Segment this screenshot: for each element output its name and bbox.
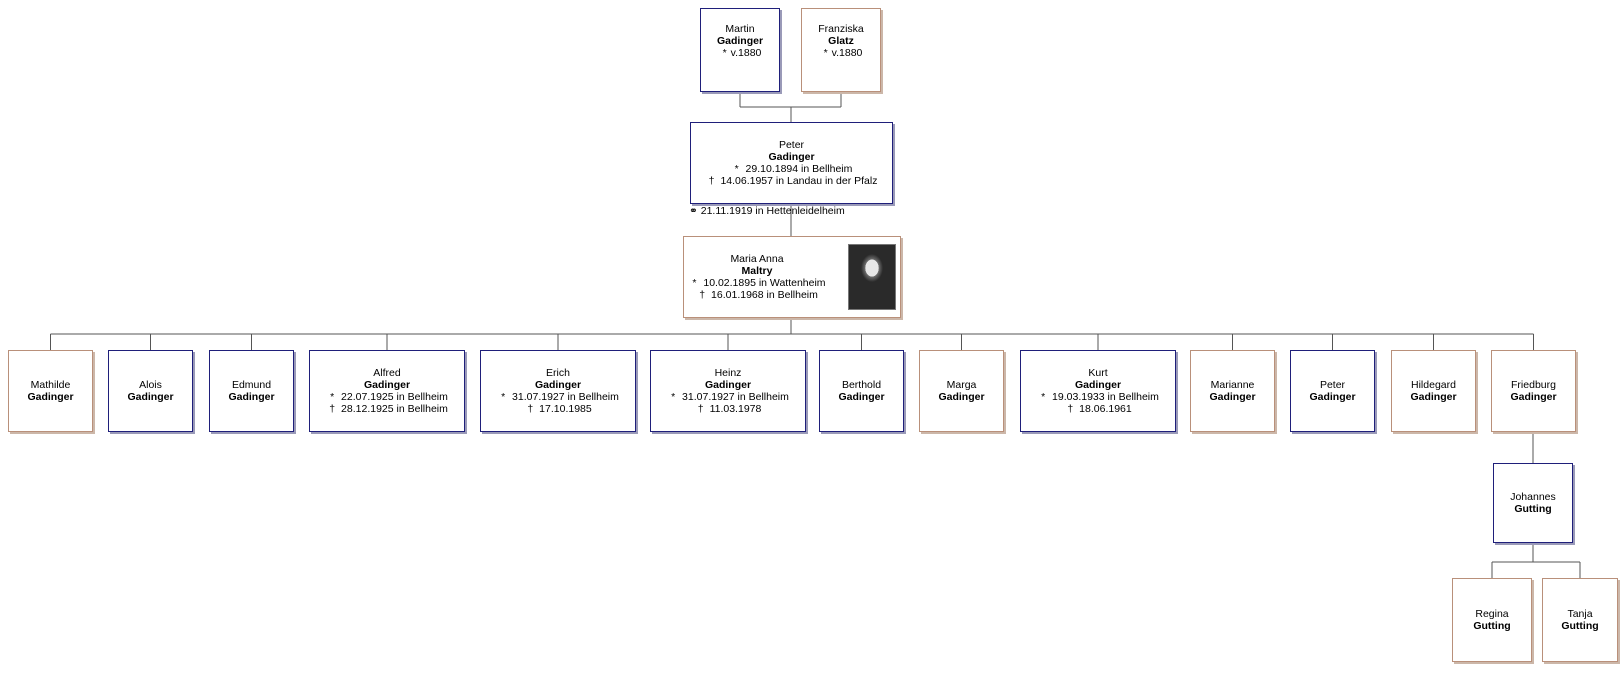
given-name: Friedburg bbox=[1511, 379, 1556, 391]
surname: Gadinger bbox=[1074, 379, 1122, 391]
surname: Gadinger bbox=[27, 391, 74, 403]
marriage-text: 21.11.1919 in Hettenleidelheim bbox=[700, 205, 845, 217]
surname: Gadinger bbox=[127, 391, 174, 403]
given-name: Alois bbox=[139, 379, 162, 391]
person-card-father[interactable]: Martin Gadinger *v.1880 bbox=[700, 8, 780, 92]
person-card-in-law[interactable]: Johannes Gutting bbox=[1493, 463, 1573, 543]
portrait-photo bbox=[847, 244, 896, 310]
birth-event: * 22.07.1925 in Bellheim bbox=[330, 391, 448, 403]
birth-event: * 31.07.1927 in Bellheim bbox=[671, 391, 789, 403]
surname: Gadinger bbox=[1510, 391, 1557, 403]
given-name: Martin bbox=[725, 23, 755, 35]
given-name: Maria Anna bbox=[730, 253, 784, 265]
given-name: Regina bbox=[1475, 608, 1509, 620]
surname: Gutting bbox=[1473, 620, 1511, 632]
death-event: † 28.12.1925 in Bellheim bbox=[329, 403, 448, 415]
birth-event: *v.1880 bbox=[722, 47, 762, 59]
spouse-text: Maria Anna Maltry * 10.02.1895 in Watten… bbox=[688, 253, 825, 301]
death-event: † 11.03.1978 bbox=[697, 403, 762, 415]
surname: Gadinger bbox=[228, 391, 275, 403]
death-event: † 14.06.1957 in Landau in der Pfalz bbox=[708, 175, 878, 187]
given-name: Edmund bbox=[231, 379, 272, 391]
given-name: Berthold bbox=[841, 379, 882, 391]
person-card-spouse[interactable]: Maria Anna Maltry * 10.02.1895 in Watten… bbox=[683, 236, 901, 318]
given-name: Marianne bbox=[1210, 379, 1255, 391]
given-name: Tanja bbox=[1567, 608, 1593, 620]
surname: Glatz bbox=[828, 35, 854, 47]
given-name: Marga bbox=[946, 379, 977, 391]
surname: Gadinger bbox=[938, 391, 985, 403]
given-name: Hildegard bbox=[1411, 379, 1456, 391]
surname: Gadinger bbox=[1209, 391, 1256, 403]
surname: Gadinger bbox=[838, 391, 885, 403]
death-event: † 16.01.1968 in Bellheim bbox=[699, 289, 818, 301]
birth-event: * 31.07.1927 in Bellheim bbox=[501, 391, 619, 403]
birth-event: *v.1880 bbox=[823, 47, 863, 59]
surname: Gadinger bbox=[1410, 391, 1457, 403]
given-name: Alfred bbox=[373, 367, 401, 379]
surname: Gadinger bbox=[704, 379, 752, 391]
given-name: Johannes bbox=[1510, 491, 1556, 503]
given-name: Mathilde bbox=[30, 379, 71, 391]
given-name: Heinz bbox=[714, 367, 742, 379]
person-card-mother[interactable]: Franziska Glatz *v.1880 bbox=[801, 8, 881, 92]
surname: Gadinger bbox=[768, 151, 815, 163]
birth-event: * 10.02.1895 in Wattenheim bbox=[692, 277, 826, 289]
death-event: † 18.06.1961 bbox=[1067, 403, 1132, 415]
spouse-content: Maria Anna Maltry * 10.02.1895 in Watten… bbox=[688, 244, 896, 310]
marriage-info: ⚭ 21.11.1919 in Hettenleidelheim bbox=[689, 205, 845, 217]
surname: Gadinger bbox=[716, 35, 764, 47]
birth-event: * 29.10.1894 in Bellheim bbox=[734, 163, 853, 175]
given-name: Franziska bbox=[818, 23, 864, 35]
person-card-subject[interactable]: Peter Gadinger * 29.10.1894 in Bellheim … bbox=[690, 122, 893, 204]
marriage-rings-icon: ⚭ bbox=[689, 205, 698, 217]
surname: Maltry bbox=[741, 265, 773, 277]
person-card-grandchild[interactable]: Regina Gutting bbox=[1452, 578, 1532, 662]
birth-event: * 19.03.1933 in Bellheim bbox=[1041, 391, 1159, 403]
given-name: Kurt bbox=[1088, 367, 1108, 379]
given-name: Peter bbox=[1319, 379, 1346, 391]
given-name: Erich bbox=[546, 367, 570, 379]
surname: Gadinger bbox=[363, 379, 411, 391]
given-name: Peter bbox=[778, 139, 805, 151]
surname: Gutting bbox=[1514, 503, 1552, 515]
surname: Gadinger bbox=[534, 379, 582, 391]
death-event: † 17.10.1985 bbox=[527, 403, 592, 415]
surname: Gadinger bbox=[1309, 391, 1356, 403]
surname: Gutting bbox=[1561, 620, 1599, 632]
person-card-grandchild[interactable]: Tanja Gutting bbox=[1542, 578, 1618, 662]
